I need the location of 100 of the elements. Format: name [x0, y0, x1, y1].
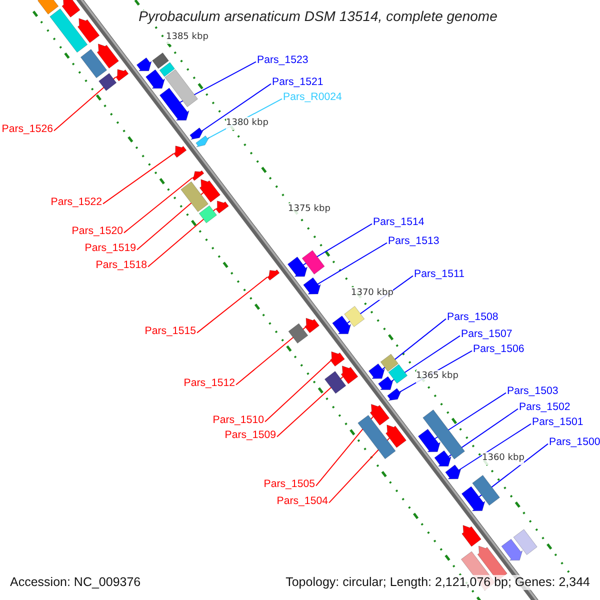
gene-label: Pars_1508 — [447, 311, 498, 324]
gene-feature — [445, 464, 462, 480]
gene-box — [38, 0, 59, 14]
leader-line — [458, 423, 532, 471]
gene-box — [358, 414, 396, 460]
leader-line — [196, 276, 268, 334]
gene-feature — [418, 428, 440, 452]
gene-feature — [96, 44, 119, 69]
gene-feature — [136, 57, 152, 72]
gene-box — [159, 62, 175, 77]
leader-line — [302, 223, 372, 266]
gene-label: Pars_1511 — [414, 268, 464, 281]
scale-label: 1365 kbp — [416, 370, 458, 383]
gene-label: Pars_1510 — [212, 414, 264, 427]
gene-feature — [196, 136, 210, 148]
gene-label: Pars_1509 — [224, 429, 276, 442]
gene-feature — [174, 146, 187, 158]
scale-label: 1385 kbp — [166, 31, 208, 44]
gene-label: Pars_1520 — [72, 225, 123, 238]
gene-label: Pars_1518 — [96, 259, 147, 272]
genome-summary-text: Topology: circular; Length: 2,121,076 bp; Genes: 2,344 — [286, 575, 590, 590]
gene-label: Pars_1513 — [388, 235, 440, 248]
gene-box — [198, 205, 217, 224]
leader-line — [276, 376, 344, 438]
gene-box — [422, 410, 465, 460]
leader-line — [136, 192, 204, 250]
accession-text: Accession: NC_009376 — [10, 575, 141, 590]
gene-box — [98, 73, 117, 91]
gene-label: Pars_1503 — [507, 385, 558, 398]
gene-label: Pars_1507 — [461, 328, 512, 341]
gene-box — [80, 49, 108, 78]
gene-feature — [77, 18, 100, 44]
gene-feature — [190, 128, 204, 140]
gene-feature — [159, 88, 190, 121]
gene-feature — [287, 256, 308, 277]
gene-box — [164, 69, 198, 108]
gene-feature — [303, 277, 321, 294]
leader-line — [434, 392, 506, 440]
gene-label: Pars_1502 — [519, 401, 570, 414]
scale-label: 1360 kbp — [482, 452, 524, 465]
leader-line — [124, 177, 193, 234]
gene-feature — [192, 170, 204, 181]
gene-feature — [304, 318, 320, 334]
gene-feature — [368, 363, 385, 379]
gene-label: Pars_1506 — [473, 343, 524, 356]
leader-line — [316, 416, 374, 486]
gene-label: Pars_1504 — [276, 495, 328, 508]
leader-line — [478, 443, 548, 498]
gene-label: Pars_1519 — [84, 242, 136, 255]
gene-box — [324, 371, 346, 394]
gene-feature — [62, 0, 80, 18]
scale-label: 1375 kbp — [288, 203, 330, 216]
gene-label: Pars_1523 — [257, 54, 308, 67]
gene-feature — [434, 450, 452, 466]
gene-label: Pars_1514 — [373, 216, 424, 229]
gene-feature — [386, 424, 406, 448]
leader-line — [382, 318, 446, 370]
gene-box — [152, 52, 169, 69]
gene-feature — [370, 404, 390, 426]
gene-feature — [215, 200, 229, 214]
gene-box — [513, 529, 538, 556]
gene-label: Pars_1501 — [532, 416, 584, 429]
gene-box — [288, 323, 308, 344]
gene-feature — [332, 316, 352, 334]
gene-box — [472, 474, 500, 506]
scale-label: 1380 kbp — [226, 117, 268, 130]
gene-feature — [461, 486, 486, 512]
gene-label: Pars_R0024 — [283, 91, 342, 104]
gene-box — [50, 8, 88, 53]
gene-feature — [330, 351, 345, 367]
gene-box — [302, 250, 325, 274]
gene-label: Pars_1526 — [2, 123, 53, 136]
leader-line — [102, 153, 174, 204]
diagram-title: Pyrobaculum arsenaticum DSM 13514, complete genome — [138, 10, 498, 23]
gene-feature — [378, 376, 394, 390]
leader-line — [201, 83, 272, 132]
gene-box — [380, 354, 398, 372]
gene-label: Pars_1505 — [264, 478, 315, 491]
leader-line — [264, 360, 332, 422]
gene-feature — [116, 69, 129, 82]
leader-line — [54, 76, 116, 132]
leader-line — [391, 335, 460, 382]
gene-feature — [387, 388, 402, 401]
gene-box — [344, 306, 365, 328]
gene-label: Pars_1500 — [549, 436, 600, 449]
leader-line — [328, 438, 390, 504]
leader-line — [148, 208, 216, 268]
leader-line — [448, 408, 518, 458]
leader-line — [236, 326, 306, 386]
gene-feature — [340, 366, 358, 384]
leader-line — [317, 242, 388, 285]
gene-box — [180, 181, 208, 212]
gene-feature — [146, 69, 166, 89]
gene-label: Pars_1522 — [50, 196, 102, 209]
gene-feature — [267, 270, 280, 281]
gene-label: Pars_1512 — [184, 377, 235, 390]
gene-feature — [462, 525, 482, 547]
scale-label: 1370 kbp — [351, 287, 394, 300]
gene-box — [388, 364, 408, 384]
gene-feature — [199, 179, 220, 202]
